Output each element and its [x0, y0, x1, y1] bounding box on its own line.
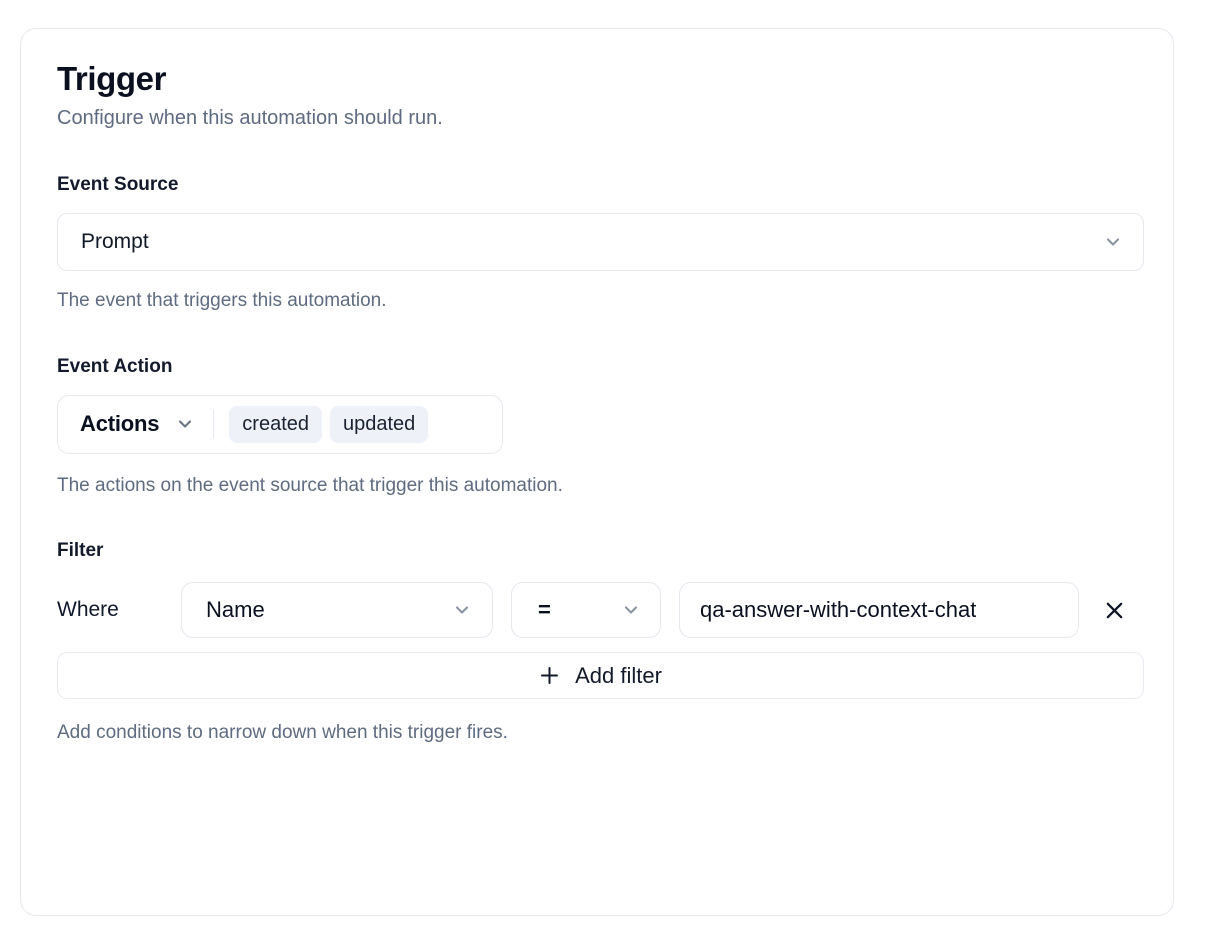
- chevron-down-icon: [1103, 232, 1123, 252]
- filter-value-text: qa-answer-with-context-chat: [700, 597, 977, 623]
- event-source-help: The event that triggers this automation.: [57, 290, 387, 312]
- divider: [213, 409, 215, 440]
- where-label: Where: [57, 598, 119, 622]
- chevron-down-icon: [175, 414, 195, 434]
- card-subtitle: Configure when this automation should ru…: [57, 106, 443, 129]
- filter-row: Where Name = qa-answer-with-context-chat: [57, 581, 1137, 639]
- filter-field-value: Name: [206, 597, 265, 623]
- event-source-select[interactable]: Prompt: [57, 213, 1144, 272]
- filter-label: Filter: [57, 539, 104, 561]
- filter-section: Filter Where Name = qa-answer-with-c: [57, 539, 1144, 746]
- action-chip-created[interactable]: created: [229, 405, 322, 443]
- add-filter-button[interactable]: Add filter: [57, 652, 1144, 700]
- trigger-card: Trigger Configure when this automation s…: [20, 28, 1174, 916]
- remove-filter-button[interactable]: [1096, 592, 1132, 628]
- chevron-down-icon: [452, 600, 472, 620]
- close-icon: [1103, 599, 1126, 622]
- action-chip-updated[interactable]: updated: [330, 405, 429, 443]
- event-source-value: Prompt: [81, 230, 149, 254]
- page-title: Trigger: [57, 60, 167, 97]
- actions-dropdown-label: Actions: [80, 411, 160, 437]
- actions-dropdown-trigger[interactable]: Actions: [80, 411, 213, 437]
- chevron-down-icon: [621, 600, 641, 620]
- event-source-label: Event Source: [57, 173, 179, 195]
- filter-field-select[interactable]: Name: [181, 582, 493, 639]
- event-source-section: Event Source Prompt The event that trigg…: [57, 173, 1144, 314]
- event-action-label: Event Action: [57, 356, 173, 378]
- add-filter-label: Add filter: [575, 662, 662, 688]
- event-action-help: The actions on the event source that tri…: [57, 474, 563, 496]
- event-action-control: Actions created updated: [57, 394, 503, 454]
- filter-help: Add conditions to narrow down when this …: [57, 722, 508, 744]
- event-action-section: Event Action Actions created updated The…: [57, 356, 1137, 498]
- selected-actions-chips: created updated: [229, 405, 429, 443]
- filter-operator-value: =: [538, 597, 551, 623]
- plus-icon: [539, 665, 560, 686]
- filter-value-input[interactable]: qa-answer-with-context-chat: [679, 582, 1079, 639]
- filter-operator-select[interactable]: =: [511, 582, 661, 639]
